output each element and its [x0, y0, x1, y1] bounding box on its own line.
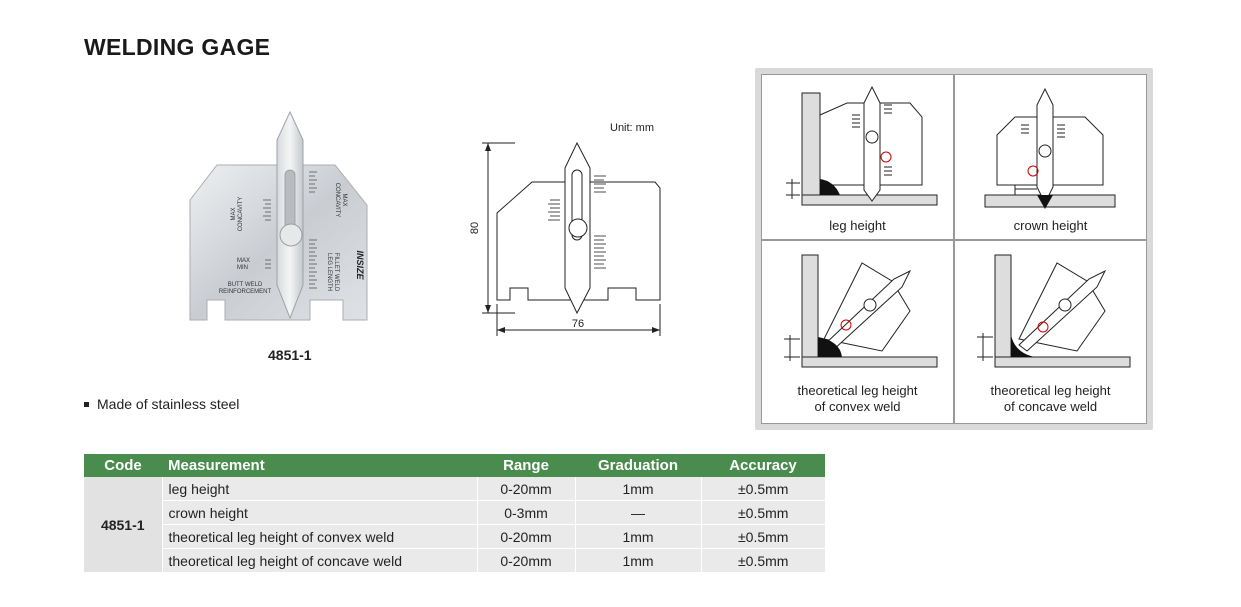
table-row: theoretical leg height of concave weld 0… [84, 548, 825, 573]
table-header-row: Code Measurement Range Graduation Accura… [84, 454, 825, 477]
usage-diagrams-panel: leg height crown height [755, 68, 1153, 430]
brand-logo: INSIZE [355, 250, 365, 280]
accuracy-cell: ±0.5mm [700, 500, 825, 525]
graduation-cell: 1mm [574, 548, 701, 573]
range-cell: 0-20mm [476, 477, 575, 501]
bullet-icon [84, 401, 89, 407]
spec-table: Code Measurement Range Graduation Accura… [84, 454, 825, 573]
code-cell: 4851-1 [84, 477, 162, 573]
model-label: 4851-1 [268, 347, 312, 363]
graduation-cell: 1mm [574, 524, 701, 549]
photo-label-max-concavity-left: MAXCONCAVITY [231, 197, 244, 232]
dimension-width: 76 [572, 318, 584, 330]
diagram-caption: crown height [1013, 218, 1088, 233]
range-cell: 0-20mm [476, 524, 575, 549]
diagram-crown-height: crown height [954, 74, 1147, 240]
accuracy-cell: ±0.5mm [700, 477, 825, 501]
photo-label-max-concavity-right: MAXCONCAVITY [334, 183, 347, 218]
dimension-drawing: 80 76 [469, 141, 661, 336]
diagram-caption: theoretical leg height of convex weld [797, 383, 918, 414]
table-row: theoretical leg height of convex weld 0-… [84, 524, 825, 549]
crown-height-illustration [984, 87, 1116, 209]
table-row: crown height 0-3mm — ±0.5mm [84, 500, 825, 525]
diagram-convex-weld: theoretical leg height of convex weld [761, 240, 954, 424]
dimension-height: 80 [469, 222, 481, 234]
photo-label-fillet-weld: FILLET WELDLEG LENGTH [326, 253, 339, 292]
range-cell: 0-20mm [476, 548, 575, 573]
accuracy-cell: ±0.5mm [700, 548, 825, 573]
leg-height-illustration [786, 85, 938, 206]
graduation-cell: 1mm [574, 477, 701, 501]
measurement-cell: crown height [161, 500, 477, 525]
unit-label: Unit: mm [610, 122, 654, 134]
header-code: Code [84, 454, 162, 477]
measurement-cell: theoretical leg height of concave weld [161, 548, 477, 573]
header-range: Range [477, 454, 575, 477]
accuracy-cell: ±0.5mm [700, 524, 825, 549]
diagram-concave-weld: theoretical leg height of concave weld [954, 240, 1147, 424]
diagram-caption: theoretical leg height of concave weld [990, 383, 1111, 414]
graduation-cell: — [574, 500, 701, 525]
concave-weld-illustration [977, 254, 1131, 368]
range-cell: 0-3mm [476, 500, 575, 525]
diagram-caption: leg height [829, 218, 886, 233]
feature-item: Made of stainless steel [84, 396, 239, 412]
measurement-cell: theoretical leg height of convex weld [161, 524, 477, 549]
feature-text: Made of stainless steel [97, 396, 240, 412]
convex-weld-illustration [784, 254, 938, 368]
header-accuracy: Accuracy [701, 454, 825, 477]
measurement-cell: leg height [161, 477, 477, 501]
header-graduation: Graduation [575, 454, 701, 477]
table-row: 4851-1 leg height 0-20mm 1mm ±0.5mm [84, 477, 825, 573]
diagram-leg-height: leg height [761, 74, 954, 240]
header-measurement: Measurement [162, 454, 477, 477]
page-title: WELDING GAGE [84, 34, 271, 60]
